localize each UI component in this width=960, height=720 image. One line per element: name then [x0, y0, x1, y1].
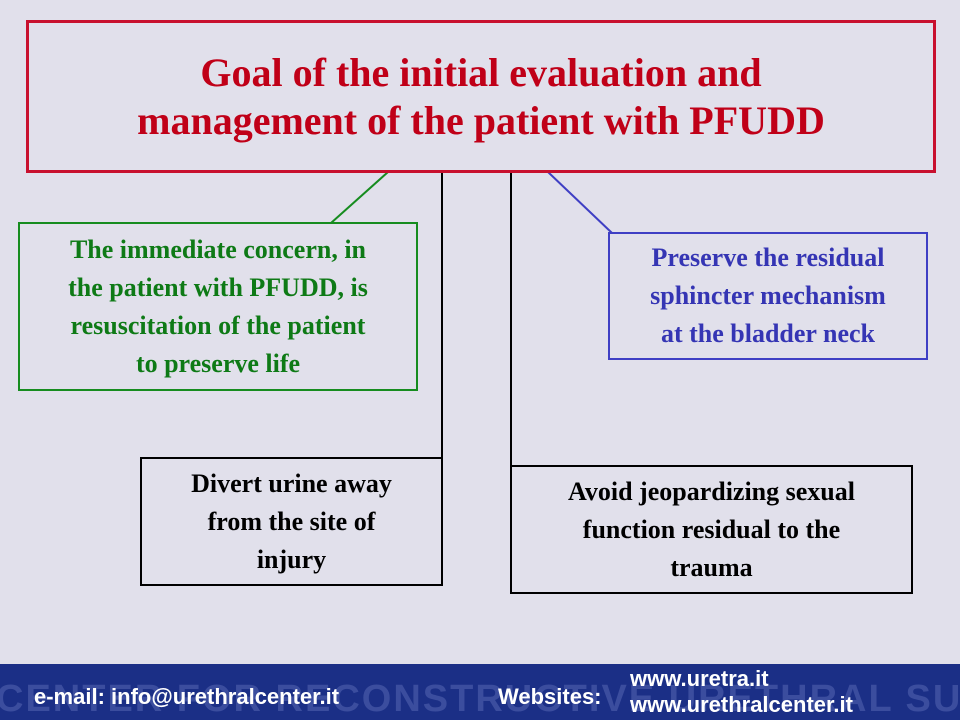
- sexual-function-box: Avoid jeopardizing sexual function resid…: [510, 465, 913, 594]
- box-line: sphincter mechanism: [650, 281, 886, 310]
- footer-websites: www.uretra.it www.urethralcenter.it: [630, 666, 853, 718]
- box-line: trauma: [670, 552, 753, 582]
- box-line: the patient with PFUDD, is: [68, 272, 368, 302]
- box-line: Divert urine away: [191, 468, 392, 498]
- website-link[interactable]: www.uretra.it: [630, 666, 769, 691]
- divert-urine-box: Divert urine away from the site of injur…: [140, 457, 443, 586]
- footer-websites-label: Websites:: [498, 684, 602, 709]
- title-line: management of the patient with PFUDD: [137, 97, 825, 143]
- box-line: function residual to the: [582, 514, 841, 544]
- title-line: Goal of the initial evaluation and: [200, 49, 762, 95]
- page-title: Goal of the initial evaluation and manag…: [137, 49, 825, 145]
- footer-bar: CENTER FOR RECONSTRUCTIVE URETHRAL SURGE…: [0, 664, 960, 720]
- connector-blue: [547, 171, 613, 234]
- immediate-concern-box: The immediate concern, in the patient wi…: [18, 222, 418, 391]
- footer-email[interactable]: e-mail: info@urethralcenter.it: [34, 684, 340, 709]
- connector-green: [330, 171, 389, 224]
- box-line: Preserve the residual: [651, 243, 885, 272]
- box-line: resuscitation of the patient: [70, 310, 366, 340]
- box-line: at the bladder neck: [660, 319, 875, 348]
- box-line: from the site of: [207, 506, 376, 536]
- footer-watermark: CENTER FOR RECONSTRUCTIVE URETHRAL SURGE…: [0, 678, 960, 720]
- box-line: to preserve life: [135, 348, 301, 378]
- title-box: Goal of the initial evaluation and manag…: [26, 20, 936, 173]
- website-link[interactable]: www.urethralcenter.it: [630, 692, 853, 717]
- box-line: The immediate concern, in: [69, 234, 367, 264]
- box-line: injury: [256, 544, 327, 574]
- sphincter-box: Preserve the residual sphincter mechanis…: [608, 232, 928, 360]
- box-line: Avoid jeopardizing sexual: [568, 476, 855, 506]
